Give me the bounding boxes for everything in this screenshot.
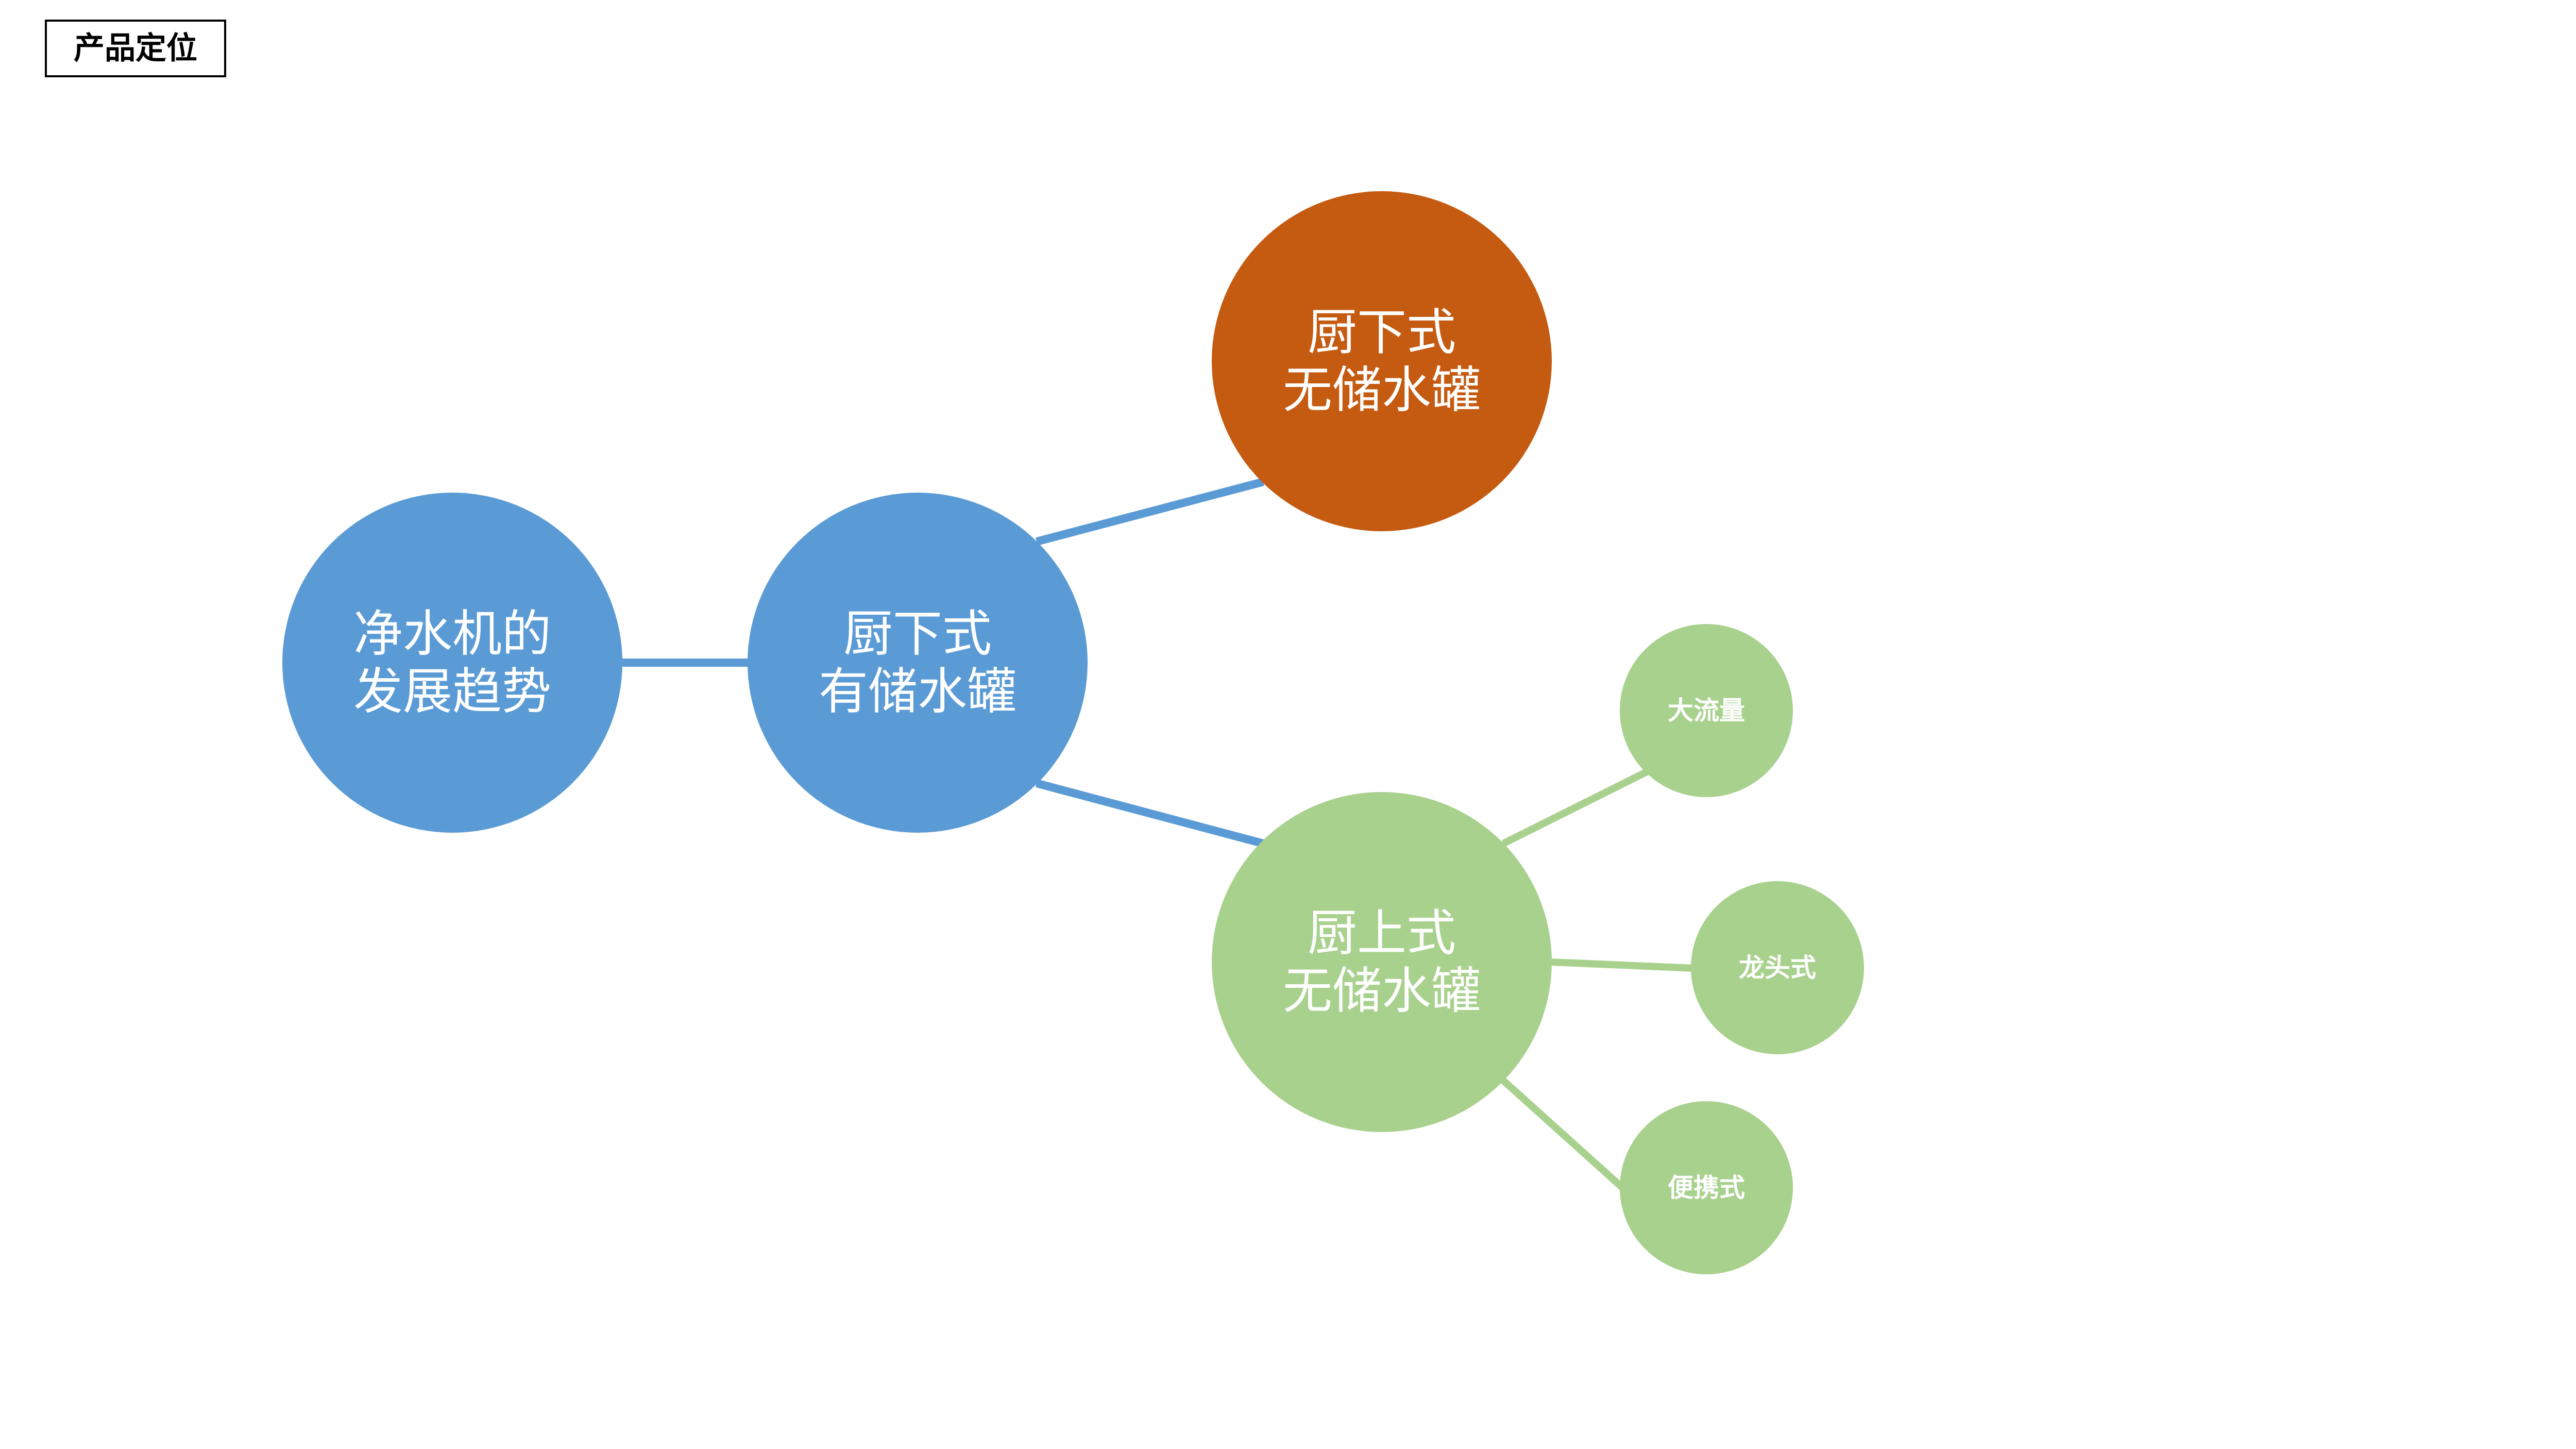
connector-counter-to-faucet <box>1551 958 1694 972</box>
node-high-flow: 大流量 <box>1620 624 1793 797</box>
node-label-line: 发展趋势 <box>353 663 551 720</box>
connector-under-tank-to-counter-tankless <box>1035 779 1265 848</box>
node-under-sink-with-tank: 厨下式 有储水罐 <box>748 493 1088 833</box>
node-label-line: 厨下式 <box>843 605 992 663</box>
connector-counter-to-high-flow <box>1501 768 1650 847</box>
node-label-line: 无储水罐 <box>1283 361 1481 419</box>
node-countertop-tankless: 厨上式 无储水罐 <box>1212 792 1552 1132</box>
node-under-sink-tankless: 厨下式 无储水罐 <box>1212 191 1552 531</box>
node-label-line: 厨上式 <box>1308 904 1456 962</box>
node-purifier-trend: 净水机的 发展趋势 <box>282 493 622 833</box>
node-label: 大流量 <box>1668 696 1745 726</box>
node-label-line: 无储水罐 <box>1283 962 1481 1020</box>
connector-under-tank-to-under-tankless <box>1035 478 1265 546</box>
node-label: 龙头式 <box>1739 953 1816 983</box>
node-label-line: 厨下式 <box>1308 304 1456 361</box>
node-faucet-type: 龙头式 <box>1691 881 1864 1054</box>
node-label-line: 净水机的 <box>353 605 551 663</box>
node-portable: 便携式 <box>1620 1101 1793 1274</box>
connector-counter-to-portable <box>1501 1077 1629 1194</box>
node-label-line: 有储水罐 <box>819 663 1016 720</box>
page-title: 产品定位 <box>45 20 226 77</box>
node-label: 便携式 <box>1668 1173 1745 1203</box>
